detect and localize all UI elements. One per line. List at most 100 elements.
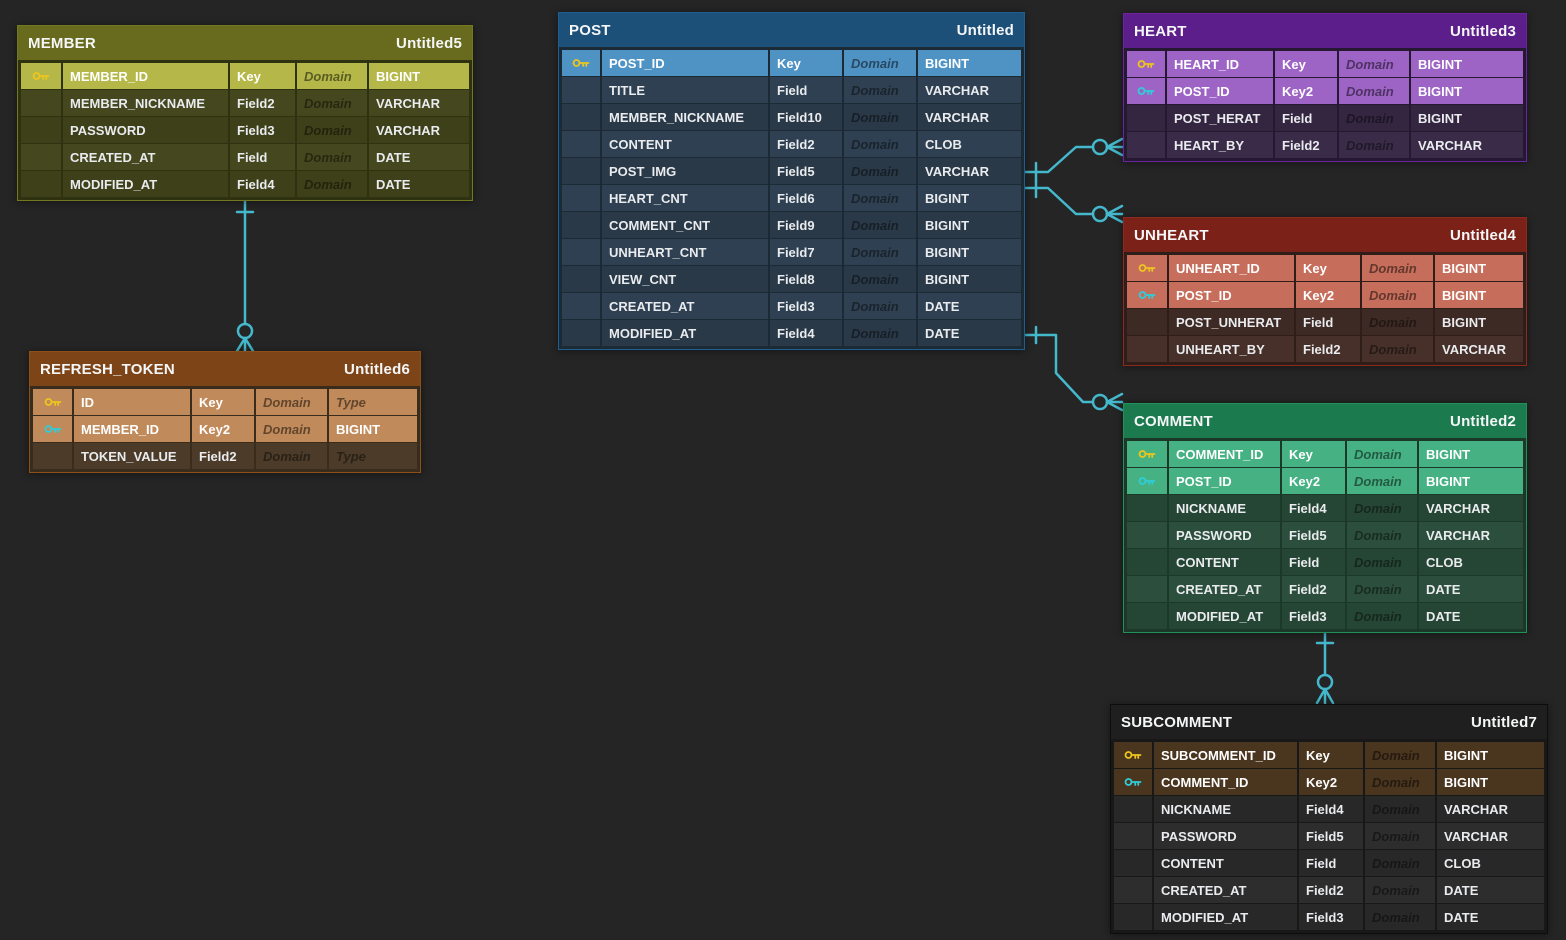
column-logical-name[interactable]: Key2 <box>192 416 254 442</box>
column-logical-name[interactable]: Key <box>770 50 842 76</box>
column-domain-placeholder[interactable]: Domain <box>1347 603 1417 629</box>
column-row[interactable]: POST_HERAT Field Domain BIGINT <box>1127 105 1523 131</box>
column-row[interactable]: MODIFIED_AT Field3 Domain DATE <box>1114 904 1544 930</box>
column-row[interactable]: POST_ID Key2 Domain BIGINT <box>1127 468 1523 494</box>
table-header[interactable]: UNHEART Untitled4 <box>1124 218 1526 252</box>
column-domain-placeholder[interactable]: Domain <box>1347 441 1417 467</box>
column-logical-name[interactable]: Field3 <box>1282 603 1345 629</box>
table-name[interactable]: UNHEART <box>1134 226 1209 244</box>
column-logical-name[interactable]: Field9 <box>770 212 842 238</box>
column-row[interactable]: MEMBER_NICKNAME Field2 Domain VARCHAR <box>21 90 469 116</box>
column-data-type[interactable]: BIGINT <box>918 50 1021 76</box>
column-row[interactable]: MODIFIED_AT Field3 Domain DATE <box>1127 603 1523 629</box>
table-name[interactable]: POST <box>569 21 611 39</box>
entity-table-post[interactable]: POST Untitled POST_ID Key Domain BIGINT … <box>558 12 1025 350</box>
column-row[interactable]: CREATED_AT Field3 Domain DATE <box>562 293 1021 319</box>
column-row[interactable]: POST_ID Key2 Domain BIGINT <box>1127 282 1523 308</box>
column-data-type[interactable]: BIGINT <box>918 239 1021 265</box>
column-domain-placeholder[interactable]: Domain <box>1365 877 1435 903</box>
column-row[interactable]: CONTENT Field Domain CLOB <box>1114 850 1544 876</box>
column-logical-name[interactable]: Key2 <box>1275 78 1337 104</box>
column-name[interactable]: UNHEART_ID <box>1169 255 1294 281</box>
column-row[interactable]: MEMBER_NICKNAME Field10 Domain VARCHAR <box>562 104 1021 130</box>
column-domain-placeholder[interactable]: Domain <box>1362 255 1433 281</box>
column-domain-placeholder[interactable]: Domain <box>1365 823 1435 849</box>
column-domain-placeholder[interactable]: Domain <box>1339 132 1409 158</box>
column-name[interactable]: PASSWORD <box>1154 823 1297 849</box>
column-logical-name[interactable]: Key <box>1296 255 1360 281</box>
column-data-type[interactable]: VARCHAR <box>369 90 469 116</box>
column-logical-name[interactable]: Field5 <box>1282 522 1345 548</box>
column-logical-name[interactable]: Field4 <box>1299 796 1363 822</box>
column-data-type[interactable]: BIGINT <box>1435 255 1523 281</box>
column-name[interactable]: COMMENT_ID <box>1154 769 1297 795</box>
column-name[interactable]: CREATED_AT <box>1169 576 1280 602</box>
column-name[interactable]: TITLE <box>602 77 768 103</box>
column-data-type[interactable]: VARCHAR <box>369 117 469 143</box>
column-logical-name[interactable]: Field4 <box>1282 495 1345 521</box>
relationship-post-comment[interactable] <box>1023 325 1124 412</box>
table-logical-name[interactable]: Untitled7 <box>1471 713 1537 731</box>
column-row[interactable]: CONTENT Field Domain CLOB <box>1127 549 1523 575</box>
column-name[interactable]: VIEW_CNT <box>602 266 768 292</box>
column-domain-placeholder[interactable]: Domain <box>256 416 327 442</box>
relationship-post-unheart[interactable] <box>1023 179 1124 224</box>
column-row[interactable]: NICKNAME Field4 Domain VARCHAR <box>1127 495 1523 521</box>
table-name[interactable]: SUBCOMMENT <box>1121 713 1233 731</box>
column-row[interactable]: HEART_CNT Field6 Domain BIGINT <box>562 185 1021 211</box>
column-domain-placeholder[interactable]: Domain <box>297 63 367 89</box>
table-header[interactable]: MEMBER Untitled5 <box>18 26 472 60</box>
column-domain-placeholder[interactable]: Domain <box>1339 51 1409 77</box>
column-domain-placeholder[interactable]: Domain <box>844 212 916 238</box>
column-row[interactable]: COMMENT_ID Key2 Domain BIGINT <box>1114 769 1544 795</box>
column-name[interactable]: NICKNAME <box>1154 796 1297 822</box>
column-logical-name[interactable]: Key2 <box>1299 769 1363 795</box>
column-data-type[interactable]: CLOB <box>1419 549 1523 575</box>
column-row[interactable]: PASSWORD Field5 Domain VARCHAR <box>1127 522 1523 548</box>
column-domain-placeholder[interactable]: Domain <box>844 239 916 265</box>
column-name[interactable]: PASSWORD <box>63 117 228 143</box>
column-data-type[interactable]: BIGINT <box>1419 441 1523 467</box>
column-data-type[interactable]: BIGINT <box>369 63 469 89</box>
column-name[interactable]: POST_ID <box>602 50 768 76</box>
column-data-type[interactable]: DATE <box>1437 904 1544 930</box>
column-name[interactable]: SUBCOMMENT_ID <box>1154 742 1297 768</box>
column-logical-name[interactable]: Key <box>1299 742 1363 768</box>
column-data-type[interactable]: VARCHAR <box>1435 336 1523 362</box>
table-logical-name[interactable]: Untitled6 <box>344 360 410 378</box>
column-name[interactable]: POST_IMG <box>602 158 768 184</box>
column-domain-placeholder[interactable]: Domain <box>1347 522 1417 548</box>
column-row[interactable]: PASSWORD Field5 Domain VARCHAR <box>1114 823 1544 849</box>
column-row[interactable]: HEART_BY Field2 Domain VARCHAR <box>1127 132 1523 158</box>
column-data-type[interactable]: DATE <box>918 293 1021 319</box>
column-logical-name[interactable]: Field4 <box>230 171 295 197</box>
column-data-type[interactable]: DATE <box>1419 603 1523 629</box>
column-data-type[interactable]: BIGINT <box>1437 742 1544 768</box>
column-row[interactable]: ID Key Domain Type <box>33 389 417 415</box>
entity-table-heart[interactable]: HEART Untitled3 HEART_ID Key Domain BIGI… <box>1123 13 1527 162</box>
table-header[interactable]: COMMENT Untitled2 <box>1124 404 1526 438</box>
column-row[interactable]: CREATED_AT Field2 Domain DATE <box>1114 877 1544 903</box>
column-name[interactable]: COMMENT_CNT <box>602 212 768 238</box>
table-logical-name[interactable]: Untitled3 <box>1450 22 1516 40</box>
column-name[interactable]: POST_UNHERAT <box>1169 309 1294 335</box>
column-row[interactable]: PASSWORD Field3 Domain VARCHAR <box>21 117 469 143</box>
relationship-comment-subcomment[interactable] <box>1315 629 1335 705</box>
column-row[interactable]: CREATED_AT Field Domain DATE <box>21 144 469 170</box>
column-logical-name[interactable]: Key2 <box>1282 468 1345 494</box>
column-data-type[interactable]: VARCHAR <box>918 77 1021 103</box>
column-domain-placeholder[interactable]: Domain <box>1347 576 1417 602</box>
column-logical-name[interactable]: Field <box>1296 309 1360 335</box>
column-domain-placeholder[interactable]: Domain <box>1365 769 1435 795</box>
column-name[interactable]: HEART_BY <box>1167 132 1273 158</box>
column-name[interactable]: MEMBER_ID <box>63 63 228 89</box>
column-name[interactable]: CREATED_AT <box>602 293 768 319</box>
entity-table-refresh_token[interactable]: REFRESH_TOKEN Untitled6 ID Key Domain Ty… <box>29 351 421 473</box>
column-name[interactable]: MODIFIED_AT <box>63 171 228 197</box>
column-domain-placeholder[interactable]: Domain <box>1339 78 1409 104</box>
column-name[interactable]: CONTENT <box>1169 549 1280 575</box>
table-logical-name[interactable]: Untitled5 <box>396 34 462 52</box>
column-data-type[interactable]: DATE <box>369 144 469 170</box>
column-domain-placeholder[interactable]: Domain <box>844 158 916 184</box>
column-data-type[interactable]: Type <box>329 389 417 415</box>
